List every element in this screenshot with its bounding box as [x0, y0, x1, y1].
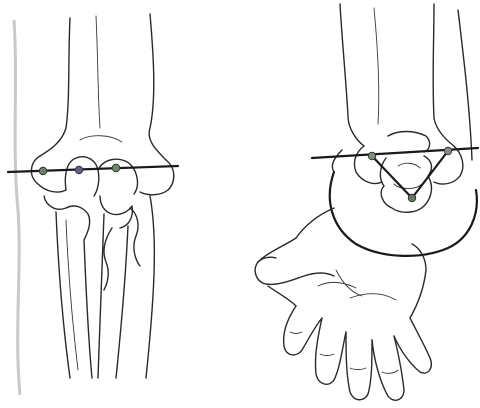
wrist-left: [296, 208, 334, 238]
palm-crease-2: [350, 294, 396, 300]
palm-crease-1: [318, 282, 356, 288]
reference-line-left: [8, 166, 178, 172]
humerus-outline-right: [149, 14, 166, 160]
olecranon-fossa: [388, 132, 430, 153]
forearm-circle: [330, 172, 477, 256]
humerus-outline-left: [40, 18, 70, 156]
forearm-outline-right: [458, 10, 472, 160]
radius-shaft-left: [98, 214, 104, 378]
reference-line-right: [312, 148, 478, 158]
fossa-line: [80, 136, 122, 142]
olecranon-detail: [398, 163, 420, 168]
finger-joint-index: [290, 332, 302, 334]
ulna-inner-line: [66, 220, 78, 370]
olecranon-tip-point: [408, 194, 416, 202]
radial-tuberosity: [104, 228, 112, 290]
humerus-shaft-left: [340, 4, 364, 146]
medial-epicondyle-point: [39, 167, 47, 175]
finger-joint-middle: [320, 354, 334, 356]
posterior-elbow-view: [255, 4, 478, 400]
thumb: [255, 238, 334, 284]
medial-epicondyle-point-posterior: [368, 152, 376, 160]
palm-left: [268, 286, 296, 306]
ring-finger: [346, 332, 372, 400]
medial-epicondyle: [31, 156, 66, 192]
landmark-triangle: [372, 151, 448, 198]
lateral-epicondyle-point-posterior: [444, 147, 452, 155]
radius-shaft-right: [116, 226, 128, 378]
ulna-shaft-left: [56, 212, 70, 378]
trochlea: [65, 157, 98, 196]
radius-head: [100, 196, 132, 228]
lateral-epicondyle: [140, 160, 174, 195]
thumb-tip: [258, 257, 276, 262]
anterior-elbow-view: [8, 14, 178, 378]
ulna-shaft-right: [84, 240, 92, 378]
humerus-shaft-right: [433, 4, 454, 146]
humerus-inner-line: [96, 16, 100, 128]
trochlea-point: [75, 166, 83, 174]
middle-finger: [315, 318, 346, 384]
medial-condyle-posterior: [354, 146, 382, 184]
lateral-soft-tissue: [146, 196, 154, 378]
forearm-circle-left-edge: [332, 150, 342, 172]
page-edge: [14, 20, 20, 395]
lateral-epicondyle-point: [112, 164, 120, 172]
finger-joint-little: [382, 370, 398, 373]
humerus-shaft-inner: [374, 8, 379, 124]
finger-joint-ring: [350, 368, 366, 370]
